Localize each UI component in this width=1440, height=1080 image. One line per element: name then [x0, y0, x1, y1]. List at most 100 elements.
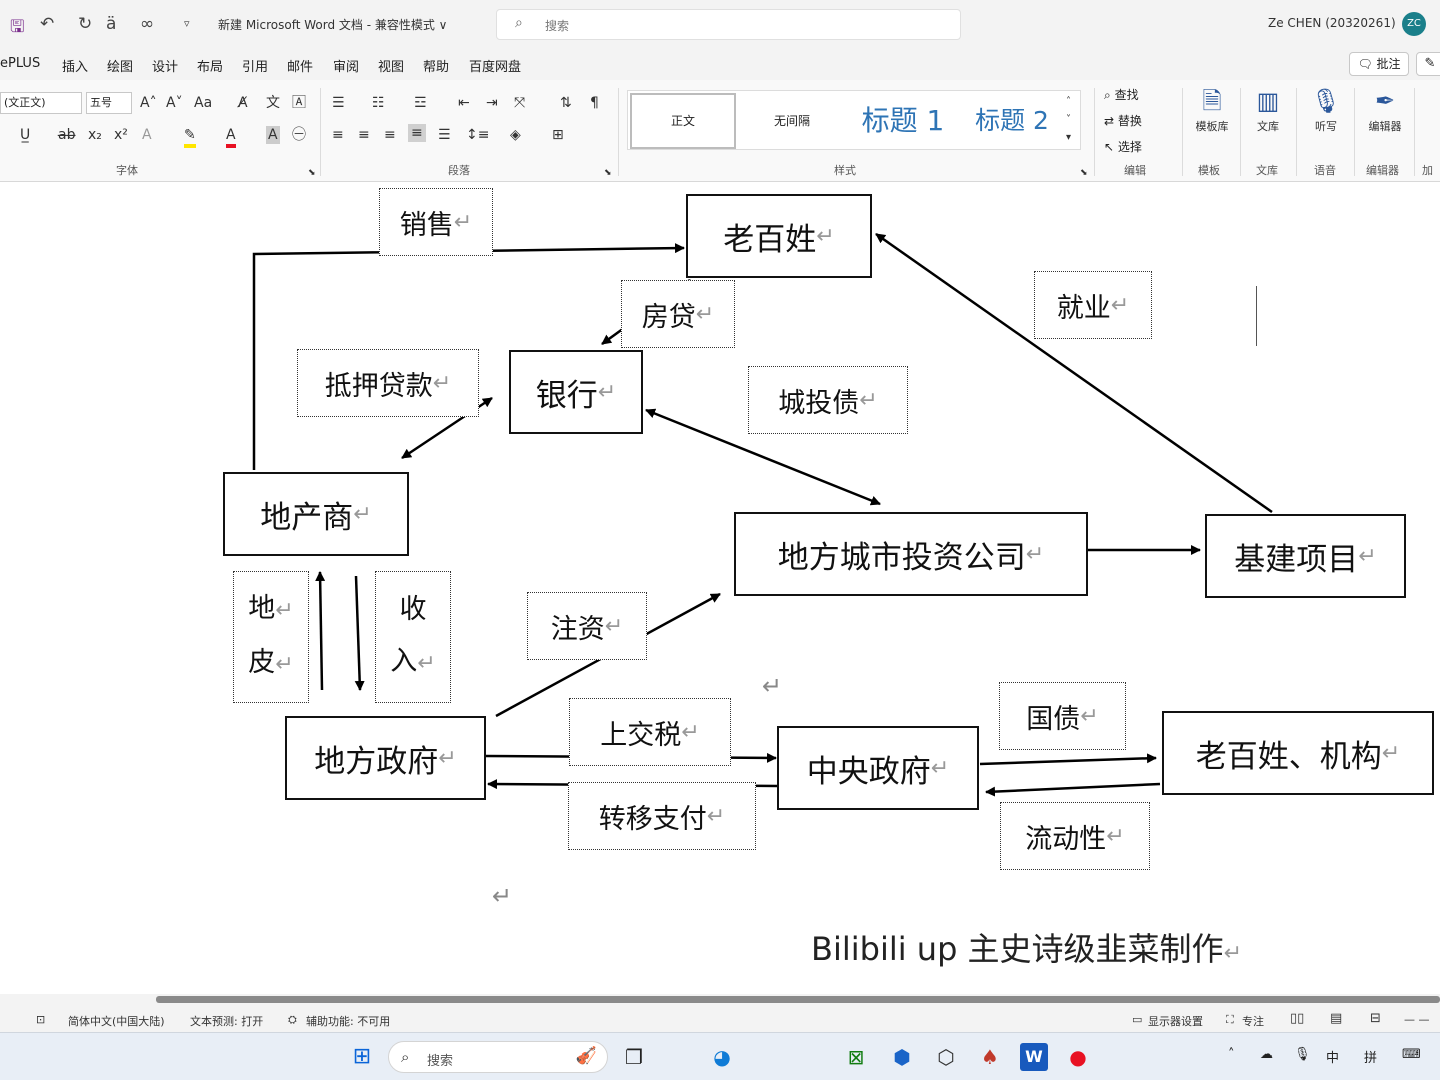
format-painter-icon[interactable]: ä — [106, 14, 117, 34]
avatar[interactable]: ZC — [1402, 12, 1426, 36]
char-shading-icon[interactable]: A — [266, 126, 280, 144]
ime-settings-icon[interactable]: ⌨ — [1402, 1047, 1421, 1062]
align-center-icon[interactable]: ≡ — [358, 127, 370, 143]
strikethrough-icon[interactable]: a̶b̶ — [58, 127, 76, 143]
phonetic-guide-icon[interactable]: 文 — [266, 95, 280, 111]
node-central-gov[interactable]: 中央政府↵ — [777, 726, 979, 810]
tab-references[interactable]: 引用 — [242, 60, 269, 75]
accessibility-status[interactable]: 辅助功能: 不可用 — [306, 1015, 391, 1028]
bullets-icon[interactable]: ☰ — [332, 95, 345, 111]
underline-icon[interactable]: U̲ — [20, 127, 31, 143]
superscript-icon[interactable]: x² — [114, 127, 128, 143]
editing-mode-button[interactable]: ✎ — [1416, 52, 1440, 76]
decrease-indent-icon[interactable]: ⇤ — [458, 95, 470, 111]
node-local-gov[interactable]: 地方政府↵ — [285, 716, 486, 800]
style-heading-1[interactable]: 标题 1 — [861, 104, 945, 137]
editor-button[interactable]: ✒编辑器 — [1362, 84, 1408, 134]
horizontal-scrollbar[interactable] — [156, 996, 1440, 1003]
select-button[interactable]: ↖ 选择 — [1104, 140, 1142, 154]
xbox-icon[interactable]: ⊠ — [847, 1045, 865, 1069]
label-employment[interactable]: 就业↵ — [1034, 271, 1152, 339]
style-normal[interactable]: 正文 — [630, 93, 736, 149]
enclose-char-icon[interactable]: ㊀ — [292, 127, 306, 143]
sort-icon[interactable]: ⇅ — [560, 95, 572, 111]
font-name-select[interactable]: (文正文) — [0, 92, 82, 114]
label-gov-bond[interactable]: 国债↵ — [999, 682, 1126, 750]
word-icon[interactable]: W — [1020, 1043, 1048, 1071]
node-developer[interactable]: 地产商↵ — [223, 472, 409, 556]
styles-dialog-launcher-icon[interactable]: ⬊ — [1080, 168, 1088, 178]
font-dialog-launcher-icon[interactable]: ⬊ — [308, 168, 316, 178]
label-income[interactable]: 收入↵ — [375, 571, 451, 703]
undo-icon[interactable]: ↶ — [40, 14, 55, 34]
ime-mode-2[interactable]: 拼 — [1364, 1051, 1378, 1066]
paragraph-dialog-launcher-icon[interactable]: ⬊ — [604, 168, 612, 178]
replace-button[interactable]: ⇄ 替换 — [1104, 114, 1142, 128]
tab-view[interactable]: 视图 — [378, 60, 405, 75]
credit-text[interactable]: Bilibili up 主史诗级韭菜制作↵ — [811, 930, 1242, 968]
taskbar-search[interactable]: ⌕ 搜索 🎻 — [388, 1041, 608, 1073]
tab-layout[interactable]: 布局 — [197, 60, 224, 75]
unity-icon[interactable]: ⬡ — [937, 1045, 955, 1069]
show-marks-icon[interactable]: ¶ — [590, 95, 599, 111]
label-tax-remit[interactable]: 上交税↵ — [569, 698, 731, 766]
distributed-icon[interactable]: ☰ — [438, 127, 451, 143]
link-icon[interactable]: ∞ — [140, 14, 155, 34]
numbering-icon[interactable]: ☷ — [372, 95, 385, 111]
print-layout-icon[interactable]: ▤ — [1330, 1011, 1343, 1026]
find-button[interactable]: ⌕ 查找 — [1104, 88, 1139, 102]
node-bank[interactable]: 银行↵ — [509, 350, 643, 434]
styles-scroll-up-icon[interactable]: ˄ — [1066, 96, 1071, 107]
comment-button[interactable]: 🗨 批注 — [1349, 52, 1409, 76]
solitaire-icon[interactable]: ♠ — [981, 1045, 999, 1069]
web-layout-icon[interactable]: ⊟ — [1370, 1011, 1381, 1026]
label-sales[interactable]: 销售↵ — [379, 188, 493, 256]
grow-font-icon[interactable]: A˄ — [140, 95, 157, 111]
label-collateral-loan[interactable]: 抵押贷款↵ — [297, 349, 479, 417]
label-liquidity[interactable]: 流动性↵ — [1000, 802, 1150, 870]
dictate-button[interactable]: 🎙听写 — [1306, 84, 1346, 134]
document-canvas[interactable]: 老百姓↵ 银行↵ 地产商↵ 地方城市投资公司↵ 基建项目↵ 地方政府↵ 中央政府… — [0, 182, 1440, 994]
font-size-select[interactable]: 五号 — [86, 92, 132, 114]
microphone-tray-icon[interactable]: 🎙 — [1294, 1047, 1311, 1062]
user-name[interactable]: Ze CHEN (20320261) — [1268, 16, 1396, 30]
app-icon[interactable]: ⬢ — [893, 1045, 911, 1069]
label-transfer-payment[interactable]: 转移支付↵ — [568, 782, 756, 850]
onedrive-icon[interactable]: ☁ — [1260, 1047, 1273, 1062]
tab-mailings[interactable]: 邮件 — [287, 60, 314, 75]
shrink-font-icon[interactable]: A˅ — [166, 95, 183, 111]
tray-overflow-icon[interactable]: ˄ — [1228, 1047, 1235, 1062]
node-lgfv[interactable]: 地方城市投资公司↵ — [734, 512, 1088, 596]
chinese-layout-icon[interactable]: ⤧ — [514, 95, 526, 111]
tab-design[interactable]: 设计 — [152, 60, 179, 75]
style-heading-2[interactable]: 标题 2 — [975, 106, 1049, 135]
clear-format-icon[interactable]: A̸ — [238, 95, 248, 111]
read-mode-icon[interactable]: ▯▯ — [1290, 1011, 1305, 1026]
tab-baidu-netdisk[interactable]: 百度网盘 — [469, 60, 522, 75]
multilevel-list-icon[interactable]: ☲ — [414, 95, 427, 111]
edge-icon[interactable]: ◕ — [713, 1045, 731, 1069]
font-color-icon[interactable]: A — [226, 126, 236, 148]
redo-icon[interactable]: ↻ — [78, 14, 93, 34]
borders-icon[interactable]: ⊞ — [552, 127, 564, 143]
tab-draw[interactable]: 绘图 — [107, 60, 134, 75]
display-settings-button[interactable]: 显示器设置 — [1148, 1015, 1203, 1028]
library-button[interactable]: ▥文库 — [1248, 84, 1288, 134]
style-no-spacing[interactable]: 无间隔 — [773, 114, 810, 128]
customize-toolbar-icon[interactable]: ▿ — [184, 17, 190, 30]
focus-button[interactable]: 专注 — [1242, 1015, 1264, 1028]
save-icon[interactable]: 🖫 — [10, 17, 25, 37]
node-laobaixing[interactable]: 老百姓↵ — [686, 194, 872, 278]
tab-review[interactable]: 审阅 — [333, 60, 360, 75]
align-right-icon[interactable]: ≡ — [384, 127, 396, 143]
text-effects-icon[interactable]: A — [142, 127, 152, 143]
label-capital-injection[interactable]: 注资↵ — [527, 592, 647, 660]
tab-eplus[interactable]: ePLUS — [0, 56, 41, 71]
subscript-icon[interactable]: x₂ — [88, 127, 102, 143]
align-left-icon[interactable]: ≡ — [332, 127, 344, 143]
proofing-icon[interactable]: ⊡ — [36, 1013, 46, 1026]
label-mortgage[interactable]: 房贷↵ — [621, 280, 735, 348]
node-people-institutions[interactable]: 老百姓、机构↵ — [1162, 711, 1434, 795]
node-infra[interactable]: 基建项目↵ — [1205, 514, 1406, 598]
change-case-icon[interactable]: Aa — [194, 95, 213, 111]
